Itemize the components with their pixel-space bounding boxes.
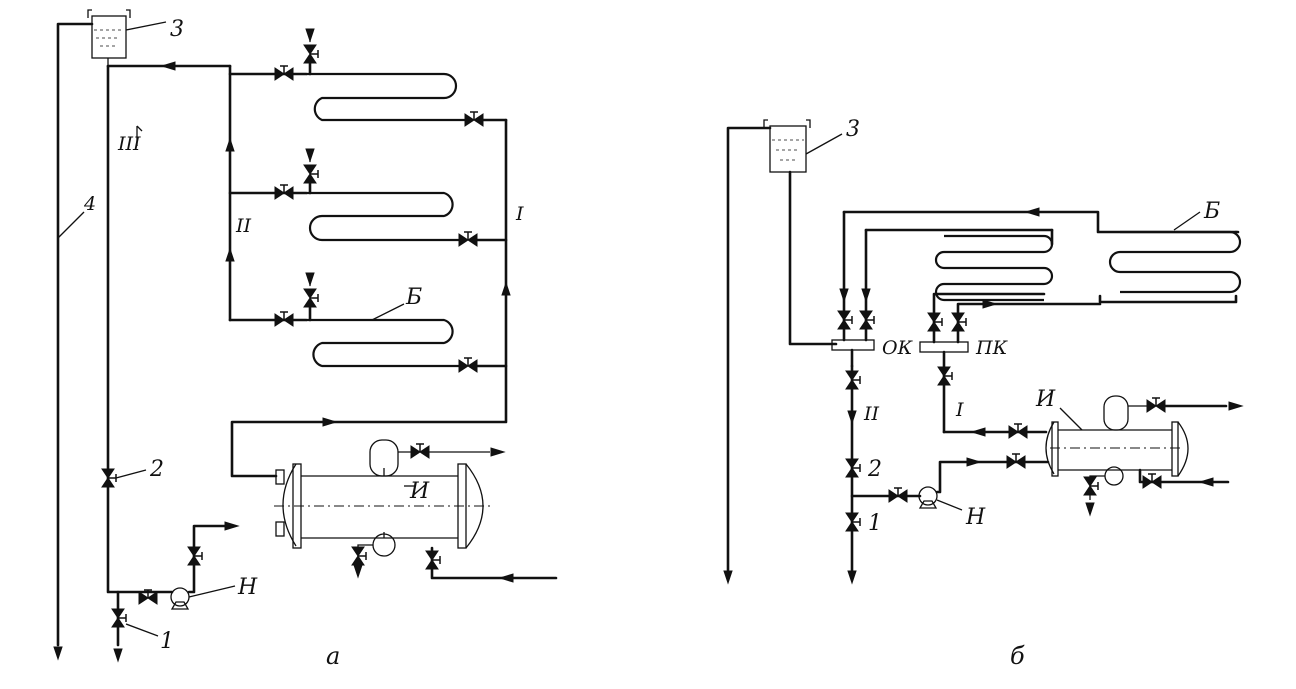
coil-3-a	[228, 272, 508, 373]
label-tank-b: 3	[846, 117, 860, 142]
label-valve2-a: 2	[149, 457, 164, 482]
battery-b[interactable]	[842, 207, 1242, 304]
line-1-b	[942, 423, 1048, 439]
scheme-b: 3 Б ОК ПК II I И 2 1 Н б	[723, 117, 1243, 670]
evaporator-a[interactable]	[274, 439, 558, 583]
caption-a: а	[326, 642, 340, 670]
pk-header-b	[919, 292, 1102, 434]
coil-2-a	[228, 148, 508, 247]
label-pump-a: Н	[237, 575, 258, 600]
valve-1-a[interactable]	[111, 608, 127, 628]
label-line2-a: II	[235, 215, 252, 237]
label-evaporator-b: И	[1035, 387, 1056, 412]
label-battery-a: Б	[405, 285, 422, 310]
tank-b	[763, 119, 843, 173]
label-valve1-b: 1	[868, 511, 882, 536]
line-2-b	[845, 364, 861, 584]
label-evaporator-a: И	[409, 479, 430, 504]
tank-a	[87, 9, 167, 66]
pump-line-b	[850, 453, 1050, 511]
line-4-a	[53, 22, 94, 660]
label-ok-b: ОК	[882, 337, 914, 359]
label-line1-b: I	[955, 399, 964, 421]
label-line3-a: III	[117, 133, 141, 155]
evaporator-b[interactable]	[1045, 395, 1243, 516]
label-battery-b: Б	[1203, 199, 1220, 224]
label-valve1-a: 1	[160, 629, 174, 654]
coil-1-a	[228, 28, 508, 127]
scheme-a: 3 4 III II I Б И Н 2 1 а	[53, 9, 558, 670]
ok-header-b	[831, 210, 875, 368]
line-1-a	[230, 118, 511, 478]
label-line4-a: 4	[83, 193, 96, 215]
label-tank-a: 3	[170, 17, 184, 42]
pump-a[interactable]	[170, 587, 190, 607]
label-valve2-b: 2	[867, 457, 882, 482]
valve-2-a[interactable]	[101, 468, 117, 488]
overflow-line-b	[723, 126, 772, 584]
label-line1-a: I	[515, 203, 524, 225]
caption-b: б	[1010, 642, 1025, 670]
label-pk-b: ПК	[975, 337, 1009, 359]
label-line2-b: II	[863, 403, 880, 425]
pump-b[interactable]	[918, 486, 938, 506]
pump-line-a	[116, 521, 239, 610]
label-pump-b: Н	[965, 505, 986, 530]
